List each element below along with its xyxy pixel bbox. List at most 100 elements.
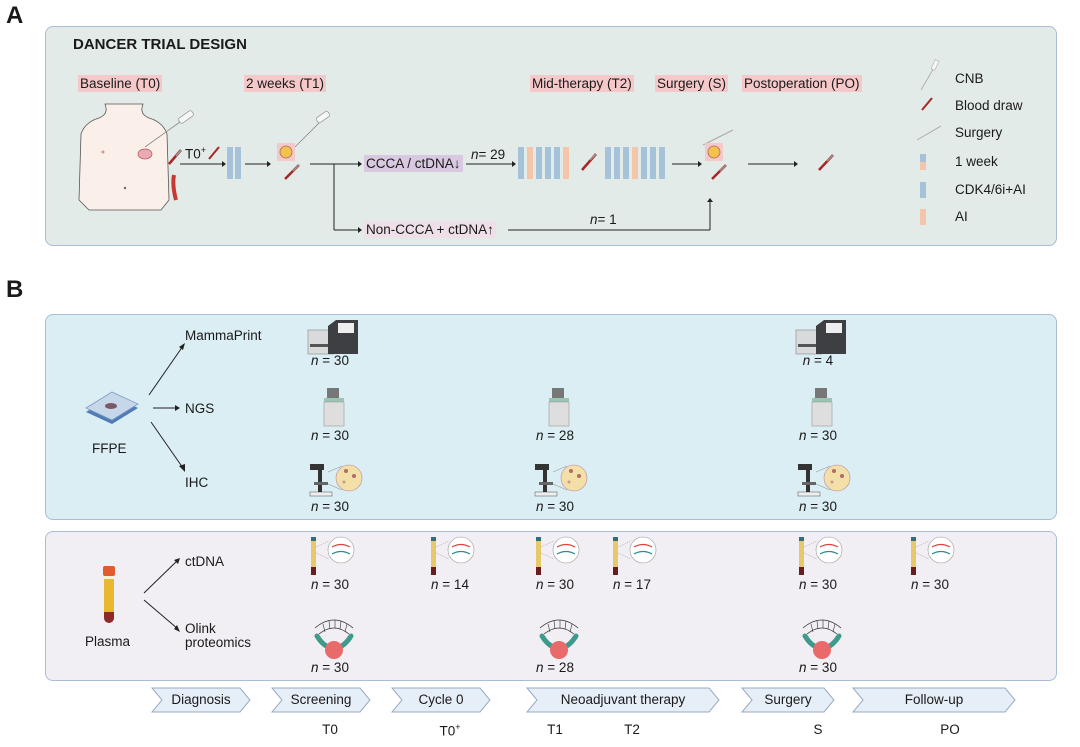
timepoint-tick-label: T2 bbox=[624, 722, 640, 737]
cdk-week-bar bbox=[659, 147, 665, 179]
sample-count-label: n = 17 bbox=[602, 577, 662, 592]
sequencer-icon bbox=[794, 320, 850, 361]
ai-week-bar bbox=[563, 147, 569, 179]
ai-week-bar bbox=[632, 147, 638, 179]
assay-label-olink: Olink proteomics bbox=[185, 622, 251, 650]
sample-count-label: n = 30 bbox=[788, 499, 848, 514]
n-italic: n bbox=[911, 577, 919, 592]
n-ccca-value: = 29 bbox=[478, 147, 506, 162]
n-italic: n bbox=[471, 147, 479, 162]
arrow-icon bbox=[748, 161, 798, 167]
timeline-phase: Follow-up bbox=[851, 687, 1016, 713]
cdk-week-bar bbox=[518, 147, 524, 179]
blood-tube-dna-icon bbox=[909, 536, 959, 582]
t0plus-label: T0+ bbox=[185, 145, 206, 162]
olink-antibody-icon bbox=[797, 614, 847, 665]
timepoint-postoperation: Postoperation (PO) bbox=[742, 75, 862, 92]
legend-item: Surgery bbox=[915, 122, 1055, 150]
count-value: = 14 bbox=[438, 577, 469, 592]
tick-sup: + bbox=[455, 722, 461, 732]
cdk-week-bar bbox=[614, 147, 620, 179]
olink-line1: Olink bbox=[185, 621, 216, 636]
sample-count-label: n = 30 bbox=[788, 660, 848, 675]
sample-count-label: n = 30 bbox=[525, 577, 585, 592]
sample-count-label: n = 28 bbox=[525, 428, 585, 443]
count-value: = 30 bbox=[918, 577, 949, 592]
n-nonccca-value: = 1 bbox=[597, 212, 617, 227]
n-italic: n bbox=[311, 577, 319, 592]
timepoint-tick-label: PO bbox=[940, 722, 960, 737]
n-italic: n bbox=[590, 212, 598, 227]
n-italic: n bbox=[799, 660, 807, 675]
n-italic: n bbox=[311, 499, 319, 514]
ffpe-slide-icon bbox=[85, 391, 139, 424]
timepoint-surgery: Surgery (S) bbox=[655, 75, 729, 92]
arrow-icon bbox=[672, 161, 702, 167]
cnb-needle-icon bbox=[144, 110, 194, 148]
timeline-phase: Neoadjuvant therapy bbox=[525, 687, 720, 713]
n-italic: n bbox=[536, 499, 544, 514]
legend-item: Blood draw bbox=[915, 94, 1055, 122]
legend: CNB Blood draw Surgery 1 week CDK4/6i+AI… bbox=[915, 59, 1055, 234]
timepoint-baseline: Baseline (T0) bbox=[78, 75, 163, 92]
surgery-scalpel-icon bbox=[702, 129, 734, 146]
t0plus-sup: + bbox=[200, 145, 207, 155]
count-value: = 28 bbox=[543, 660, 574, 675]
timepoint-2weeks: 2 weeks (T1) bbox=[244, 75, 327, 92]
n-italic: n bbox=[613, 577, 621, 592]
cdk-week-bar bbox=[536, 147, 542, 179]
count-value: = 30 bbox=[318, 660, 349, 675]
count-value: = 28 bbox=[543, 428, 574, 443]
legend-label: Surgery bbox=[955, 125, 1003, 140]
n-nonccca-label: n= 1 bbox=[590, 212, 617, 227]
timepoint-tick-label: T1 bbox=[547, 722, 563, 737]
n-italic: n bbox=[536, 428, 544, 443]
count-value: = 30 bbox=[318, 499, 349, 514]
sample-count-label: n = 14 bbox=[420, 577, 480, 592]
timepoint-tick-label: T0 bbox=[322, 722, 338, 737]
assay-label-mammaprint: MammaPrint bbox=[185, 328, 262, 343]
blood-draw-syringe-icon bbox=[208, 146, 220, 160]
ccca-branch-label: CCCA / ctDNA↓ bbox=[364, 155, 463, 172]
plasma-label: Plasma bbox=[85, 634, 131, 649]
ai-week-bar bbox=[527, 147, 533, 179]
blood-draw-syringe-icon bbox=[168, 149, 182, 165]
timeline-phase-label: Surgery bbox=[764, 692, 812, 707]
legend-label: 1 week bbox=[955, 154, 998, 169]
timeline-phase: Surgery bbox=[740, 687, 835, 713]
blood-draw-syringe-icon bbox=[711, 164, 727, 180]
ai-bar-icon bbox=[920, 209, 926, 225]
n-italic: n bbox=[799, 428, 807, 443]
legend-item: 1 week bbox=[915, 150, 1055, 178]
timepoint-tick-label: T0+ bbox=[439, 722, 461, 739]
legend-label: CDK4/6i+AI bbox=[955, 182, 1026, 197]
n-italic: n bbox=[431, 577, 439, 592]
plasma-branch-arrows bbox=[143, 558, 180, 632]
blood-draw-syringe-icon bbox=[921, 97, 933, 111]
microscope-icon bbox=[531, 460, 588, 503]
count-value: = 30 bbox=[543, 499, 574, 514]
blood-tube-dna-icon bbox=[534, 536, 584, 582]
microscope-icon bbox=[794, 460, 851, 503]
count-value: = 30 bbox=[806, 499, 837, 514]
cdk-week-bar bbox=[554, 147, 560, 179]
n-italic: n bbox=[311, 660, 319, 675]
count-value: = 17 bbox=[620, 577, 651, 592]
arrow-icon bbox=[180, 161, 226, 167]
legend-label: Blood draw bbox=[955, 98, 1023, 113]
tumor-icon bbox=[705, 143, 723, 161]
n-italic: n bbox=[311, 353, 319, 368]
count-value: = 30 bbox=[806, 428, 837, 443]
treatment-week-bar bbox=[235, 147, 241, 179]
blood-tube-dna-icon bbox=[611, 536, 661, 582]
arrow-icon bbox=[245, 161, 271, 167]
sample-count-label: n = 30 bbox=[300, 660, 360, 675]
timepoint-mid-therapy: Mid-therapy (T2) bbox=[530, 75, 634, 92]
count-value: = 30 bbox=[318, 353, 349, 368]
timeline-phase-label: Screening bbox=[290, 692, 352, 707]
count-value: = 30 bbox=[318, 428, 349, 443]
trial-design-title: DANCER TRIAL DESIGN bbox=[73, 36, 247, 53]
blood-tube-dna-icon bbox=[797, 536, 847, 582]
timeline-phase: Cycle 0 bbox=[390, 687, 491, 713]
cdk-week-bar bbox=[623, 147, 629, 179]
